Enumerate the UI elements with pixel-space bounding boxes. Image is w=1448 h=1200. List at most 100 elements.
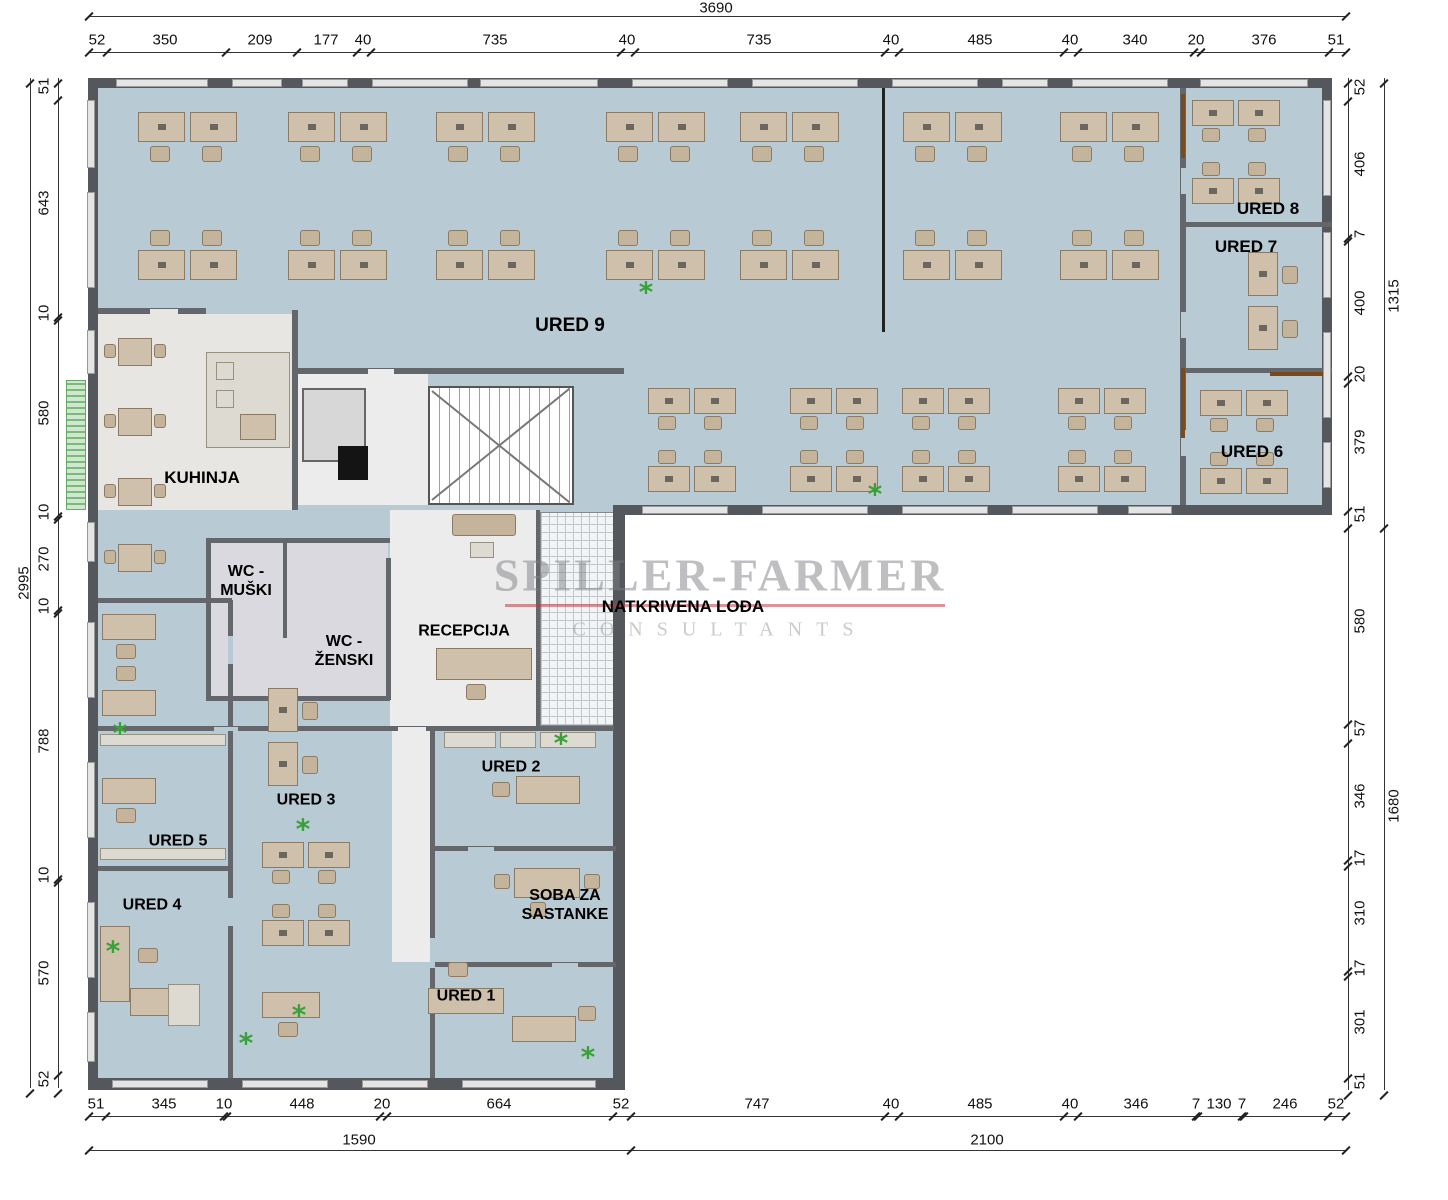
monitor-icon [711, 476, 719, 482]
desk [262, 992, 320, 1018]
dimension-label: 346 [1123, 1095, 1149, 1113]
chair [154, 484, 166, 498]
partition-wall [206, 538, 390, 543]
cabinet [168, 984, 200, 1026]
window [112, 1080, 208, 1088]
window [752, 79, 858, 87]
chair [1124, 230, 1144, 246]
dimension-label: 340 [1122, 31, 1148, 49]
chair [500, 230, 520, 246]
dimension-label: 51 [1351, 1072, 1369, 1090]
dimension-label: 485 [967, 1095, 993, 1113]
monitor-icon [307, 124, 316, 130]
room-label: NATKRIVENA LOĐA [601, 596, 765, 616]
cabinet [540, 732, 596, 748]
plant-icon: * [295, 812, 311, 846]
window [232, 79, 282, 87]
monitor-icon [853, 476, 861, 482]
door-opening [398, 727, 426, 731]
door-opening [552, 963, 578, 967]
room-label: WC - MUŠKI [220, 563, 272, 599]
window [116, 79, 208, 87]
monitor-icon [507, 124, 516, 130]
chair [1248, 128, 1266, 142]
desk [1060, 112, 1107, 142]
room-label: URED 1 [436, 987, 496, 1005]
watermark-underline [505, 604, 945, 607]
dimension-line [1384, 78, 1385, 1090]
dim-tick [1341, 47, 1351, 58]
chair [670, 230, 690, 246]
dimension-label: 10 [35, 304, 53, 322]
monitor-icon [1131, 262, 1140, 268]
window [87, 762, 95, 838]
chair [318, 870, 336, 884]
chair [352, 146, 372, 162]
chair [352, 230, 372, 246]
partition-wall [434, 846, 616, 851]
dimension-label: 350 [152, 31, 178, 49]
chair [1210, 452, 1228, 466]
monitor-icon [965, 398, 973, 404]
desk [428, 988, 504, 1014]
dimension-label: 130 [1206, 1095, 1232, 1113]
desk [516, 776, 580, 804]
monitor-icon [1075, 476, 1083, 482]
partition-wall [292, 310, 298, 510]
monitor-icon [279, 761, 287, 767]
monitor-icon [759, 124, 768, 130]
dimension-label: 270 [35, 546, 53, 572]
area-reception-zone [390, 510, 536, 728]
monitor-icon [157, 124, 166, 130]
chair [804, 230, 824, 246]
dimension-label: 448 [289, 1095, 315, 1113]
chair [752, 230, 772, 246]
chair [104, 550, 116, 564]
dimension-label: 7 [1191, 1095, 1201, 1113]
dim-tick [25, 1088, 35, 1099]
monitor-icon [919, 476, 927, 482]
chair [272, 870, 290, 884]
monitor-icon [974, 262, 983, 268]
window [762, 506, 868, 514]
chair [494, 874, 510, 889]
window [1200, 79, 1308, 87]
room-label: URED 6 [1220, 441, 1284, 461]
wall [88, 78, 98, 1090]
dimension-label: 1590 [342, 1131, 376, 1149]
chair [967, 230, 987, 246]
partition-wall [430, 726, 435, 1078]
chair [915, 146, 935, 162]
room-label: URED 5 [148, 832, 208, 850]
dimension-label: 10 [35, 866, 53, 884]
window [902, 506, 988, 514]
room-label: RECEPCIJA [418, 622, 510, 640]
window [642, 506, 728, 514]
door-leaf [1181, 368, 1185, 438]
plant-icon: * [112, 716, 128, 750]
dimension-label: 17 [1351, 959, 1369, 977]
chair [800, 416, 818, 430]
dimension-label: 580 [1351, 608, 1369, 634]
monitor-icon [807, 398, 815, 404]
dimension-label: 51 [1351, 505, 1369, 523]
dimension-label: 40 [882, 1095, 900, 1113]
window [1072, 79, 1168, 87]
chair [1072, 230, 1092, 246]
desk [512, 1016, 576, 1042]
chair [104, 344, 116, 358]
monitor-icon [1255, 188, 1263, 194]
chair [670, 146, 690, 162]
desk [790, 466, 832, 492]
dimension-line [88, 16, 1345, 17]
dim-tick [1341, 1145, 1351, 1156]
dimension-label: 40 [618, 31, 636, 49]
monitor-icon [1263, 400, 1271, 406]
chair [530, 902, 546, 917]
chair [452, 514, 516, 536]
dimension-label: 10 [215, 1095, 233, 1113]
dimension-line [58, 78, 59, 1088]
monitor-icon [811, 262, 820, 268]
monitor-icon [307, 262, 316, 268]
chair [618, 230, 638, 246]
